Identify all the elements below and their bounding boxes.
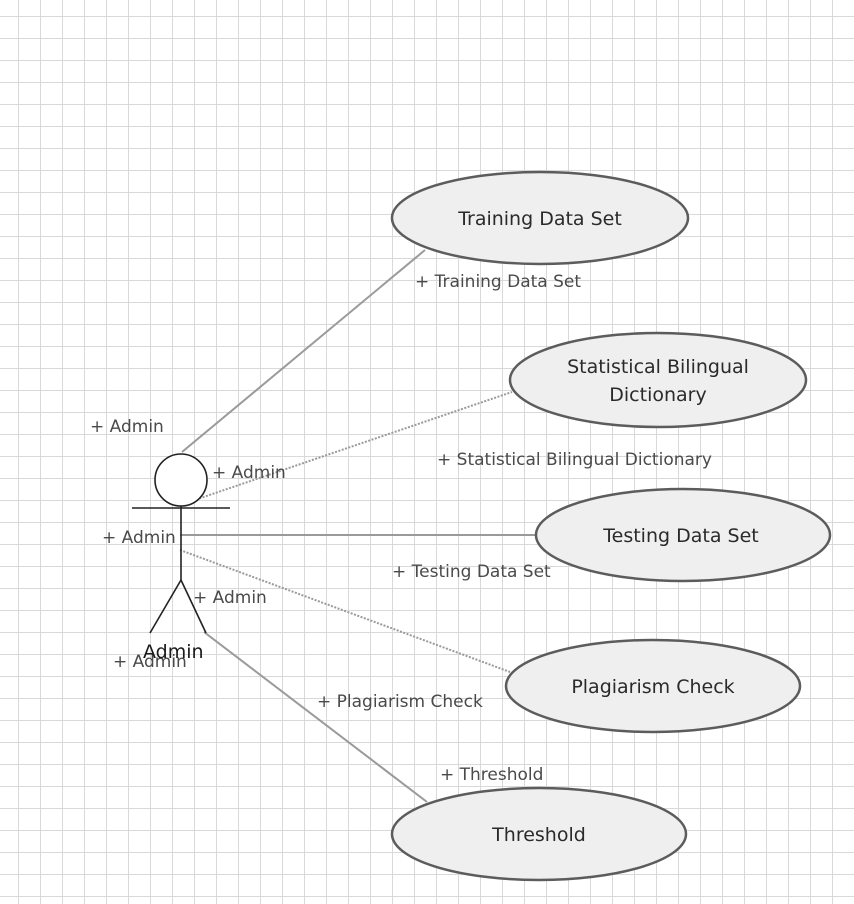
use-case-threshold[interactable]: Threshold [390,786,688,882]
use-case-threshold-label: Threshold [491,824,586,846]
association-training[interactable] [181,249,426,453]
use-case-training-shape[interactable] [390,170,690,266]
associations [179,249,537,803]
role-label-plagiarism: + Plagiarism Check [317,692,483,712]
use-case-threshold-shape[interactable] [390,786,688,882]
use-case-testing-label: Testing Data Set [602,525,758,547]
role-label-dictionary: + Statistical Bilingual Dictionary [437,450,712,470]
actor-role-label-threshold: + Admin [113,652,187,672]
actor-role-label-training: + Admin [90,417,164,437]
use-case-plagiarism[interactable]: Plagiarism Check [504,638,802,734]
use-case-plagiarism-label: Plagiarism Check [571,676,734,698]
actor-role-label-plagiarism: + Admin [193,588,267,608]
use-case-dictionary-label-line-2: Dictionary [609,384,706,406]
role-label-threshold: + Threshold [440,765,543,785]
actor-head[interactable] [154,453,208,507]
actor-name: Admin [143,641,204,663]
actor-left-leg [149,579,182,634]
role-label-training: + Training Data Set [415,272,581,292]
association-threshold[interactable] [203,631,428,803]
actor-role-label-dictionary: + Admin [212,463,286,483]
use-case-training[interactable]: Training Data Set [390,170,690,266]
use-case-plagiarism-shape[interactable] [504,638,802,734]
association-plagiarism[interactable] [179,549,511,673]
actor-right-leg [180,579,207,634]
use-case-training-label: Training Data Set [457,208,622,230]
actor-role-label-testing: + Admin [102,528,176,548]
actor-admin[interactable] [132,453,230,634]
use-case-dictionary-shape[interactable] [508,331,808,429]
use-case-dictionary[interactable]: Statistical Bilingual Dictionary [508,331,808,429]
role-label-testing: + Testing Data Set [392,562,551,582]
use-case-testing-shape[interactable] [534,487,832,583]
use-case-testing[interactable]: Testing Data Set [534,487,832,583]
association-dictionary[interactable] [185,391,513,504]
use-case-dictionary-label-line-1: Statistical Bilingual [567,356,749,378]
